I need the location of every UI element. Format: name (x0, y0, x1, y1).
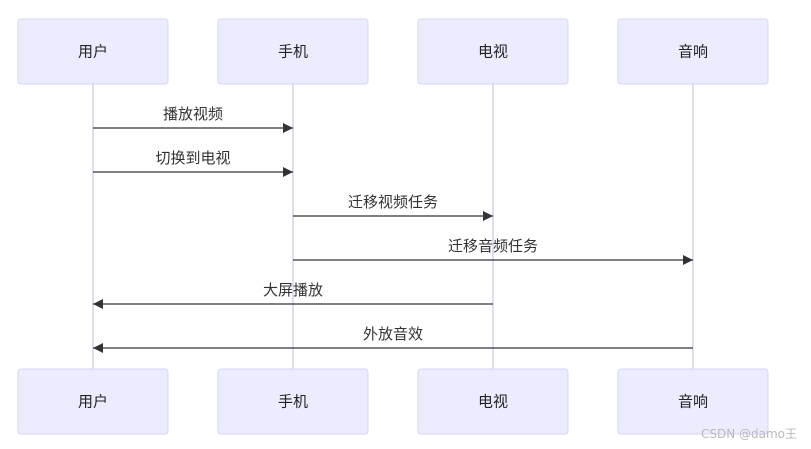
message-label-3: 迁移视频任务 (348, 193, 438, 211)
message-label-1: 播放视频 (163, 105, 223, 123)
actor-label-speaker-bottom: 音响 (678, 393, 708, 411)
actors-bottom: 用户 手机 电视 音响 (17, 368, 769, 435)
lifelines (92, 84, 694, 369)
actor-label-phone-bottom: 手机 (278, 393, 308, 411)
message-label-5: 大屏播放 (263, 281, 323, 299)
actors-top: 用户 手机 电视 音响 (17, 18, 769, 85)
watermark: CSDN @damo王 (700, 427, 797, 441)
actor-label-user-top: 用户 (78, 43, 108, 61)
actor-box-phone-bottom (217, 368, 369, 435)
message-label-6: 外放音效 (363, 325, 423, 343)
actor-box-speaker-bottom (617, 368, 769, 435)
actor-label-tv-bottom: 电视 (478, 393, 508, 411)
actor-box-speaker-top (617, 18, 769, 85)
actor-label-user-bottom: 用户 (78, 393, 108, 411)
actor-label-phone-top: 手机 (278, 43, 308, 61)
message-label-2: 切换到电视 (155, 149, 230, 167)
actor-box-user-top (17, 18, 169, 85)
actor-box-user-bottom (17, 368, 169, 435)
actor-label-speaker-top: 音响 (678, 43, 708, 61)
actor-box-tv-bottom (417, 368, 569, 435)
message-label-4: 迁移音频任务 (448, 237, 538, 255)
actor-box-phone-top (217, 18, 369, 85)
actor-box-tv-top (417, 18, 569, 85)
actor-label-tv-top: 电视 (478, 43, 508, 61)
